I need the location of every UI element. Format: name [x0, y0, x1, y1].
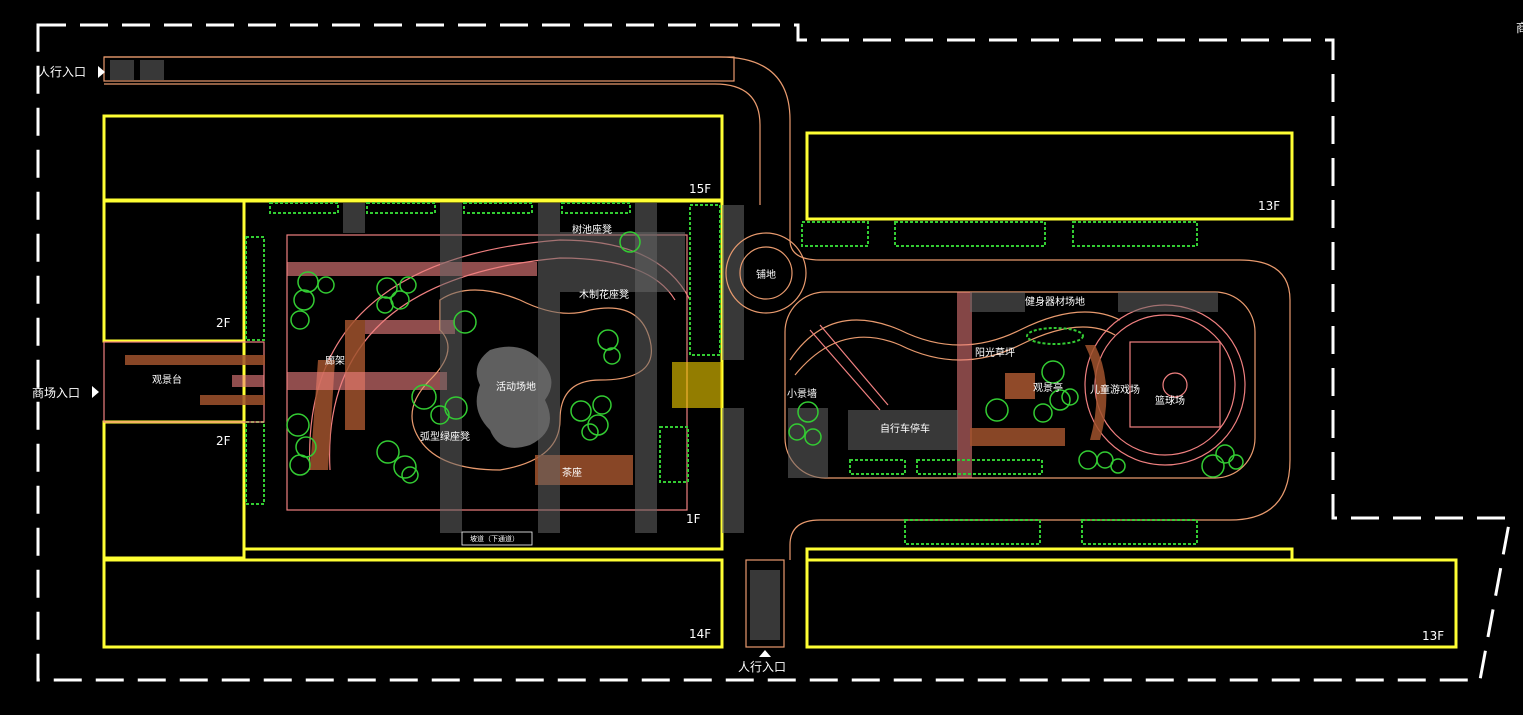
- site-boundary: [36, 23, 1512, 682]
- floor-14f: 14F: [689, 627, 711, 641]
- building-13f-bottom-connector: [805, 547, 1294, 562]
- label-bike-parking: 自行车停车: [880, 422, 930, 435]
- viewing-deck-area: [103, 341, 265, 423]
- left-garden: [245, 202, 722, 533]
- perimeter-road-right: [789, 205, 1291, 560]
- floor-15f: 15F: [689, 182, 711, 196]
- label-sunny-lawn: 阳光草坪: [975, 346, 1015, 359]
- label-viewing-pavilion: 观景亭: [1033, 381, 1063, 394]
- top-entrance-walkway: [103, 56, 735, 82]
- pedestrian-entrance-bottom-label: 人行入口: [738, 660, 786, 674]
- activity-gravel: [476, 346, 552, 448]
- right-garden: [784, 221, 1256, 545]
- label-tree-bench: 树池座凳: [572, 223, 612, 236]
- label-kids-play: 儿童游戏场: [1090, 383, 1140, 396]
- label-tea-seat: 茶座: [562, 466, 582, 479]
- label-activity-area: 活动场地: [496, 380, 536, 393]
- floor-1f: 1F: [686, 512, 701, 526]
- basketball-court: [1129, 341, 1221, 428]
- floor-2f-upper: 2F: [216, 316, 231, 330]
- perimeter-road-left: [104, 56, 791, 205]
- label-small-wall: 小景墙: [787, 387, 817, 400]
- mall-entrance-arrow-icon: [92, 386, 99, 398]
- label-basketball: 篮球场: [1155, 394, 1185, 407]
- label-paving: 铺地: [756, 268, 776, 281]
- pedestrian-entrance-bottom-arrow-icon: [759, 650, 771, 657]
- paving-roundabout: [725, 232, 807, 314]
- building-14f: [102, 558, 724, 649]
- label-wood-bench: 木制花座凳: [579, 288, 629, 301]
- label-pergola: 廊架: [325, 354, 345, 367]
- trees-right: [788, 360, 1244, 478]
- pedestrian-entrance-top-label: 人行入口: [38, 65, 86, 79]
- edge-glyph: 商: [1516, 20, 1523, 35]
- floor-13f-bottom: 13F: [1422, 629, 1444, 643]
- label-ramp: 坡道（下通道）: [470, 534, 519, 543]
- floor-2f-lower: 2F: [216, 434, 231, 448]
- label-arc-seat: 弧型绿座凳: [420, 430, 470, 443]
- label-fitness: 健身器材场地: [1025, 295, 1085, 308]
- building-13f-bottom: [805, 558, 1458, 649]
- ramp-stairs: [672, 362, 722, 408]
- mall-entrance-label: 商场入口: [32, 385, 80, 400]
- viewing-pavilion: [1005, 373, 1035, 399]
- pedestrian-entrance-top-arrow-icon: [98, 66, 105, 78]
- trees-left: [286, 231, 641, 484]
- floor-13f-top: 13F: [1258, 199, 1280, 213]
- label-viewing-deck: 观景台: [152, 373, 182, 386]
- building-13f-top: [805, 131, 1294, 221]
- center-walkway: [722, 205, 807, 648]
- building-15f: [102, 114, 724, 202]
